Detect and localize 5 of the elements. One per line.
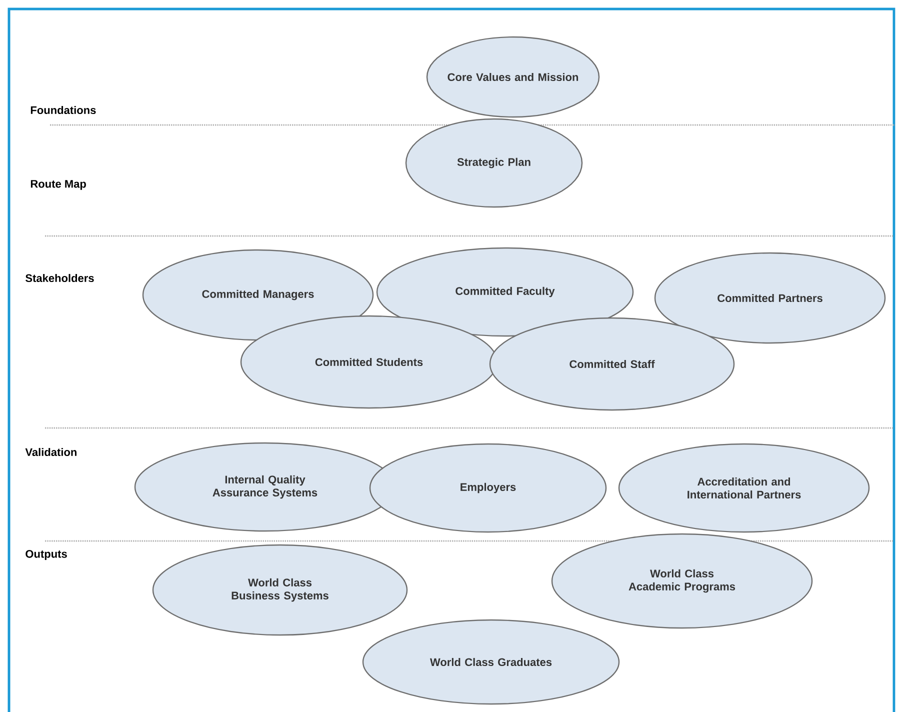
row-label: Stakeholders	[26, 274, 94, 282]
row-label: Outputs	[26, 550, 67, 560]
row-label: Validation	[25, 448, 76, 456]
row-label: Route Map	[30, 180, 86, 190]
row-label: Foundations	[30, 106, 96, 114]
